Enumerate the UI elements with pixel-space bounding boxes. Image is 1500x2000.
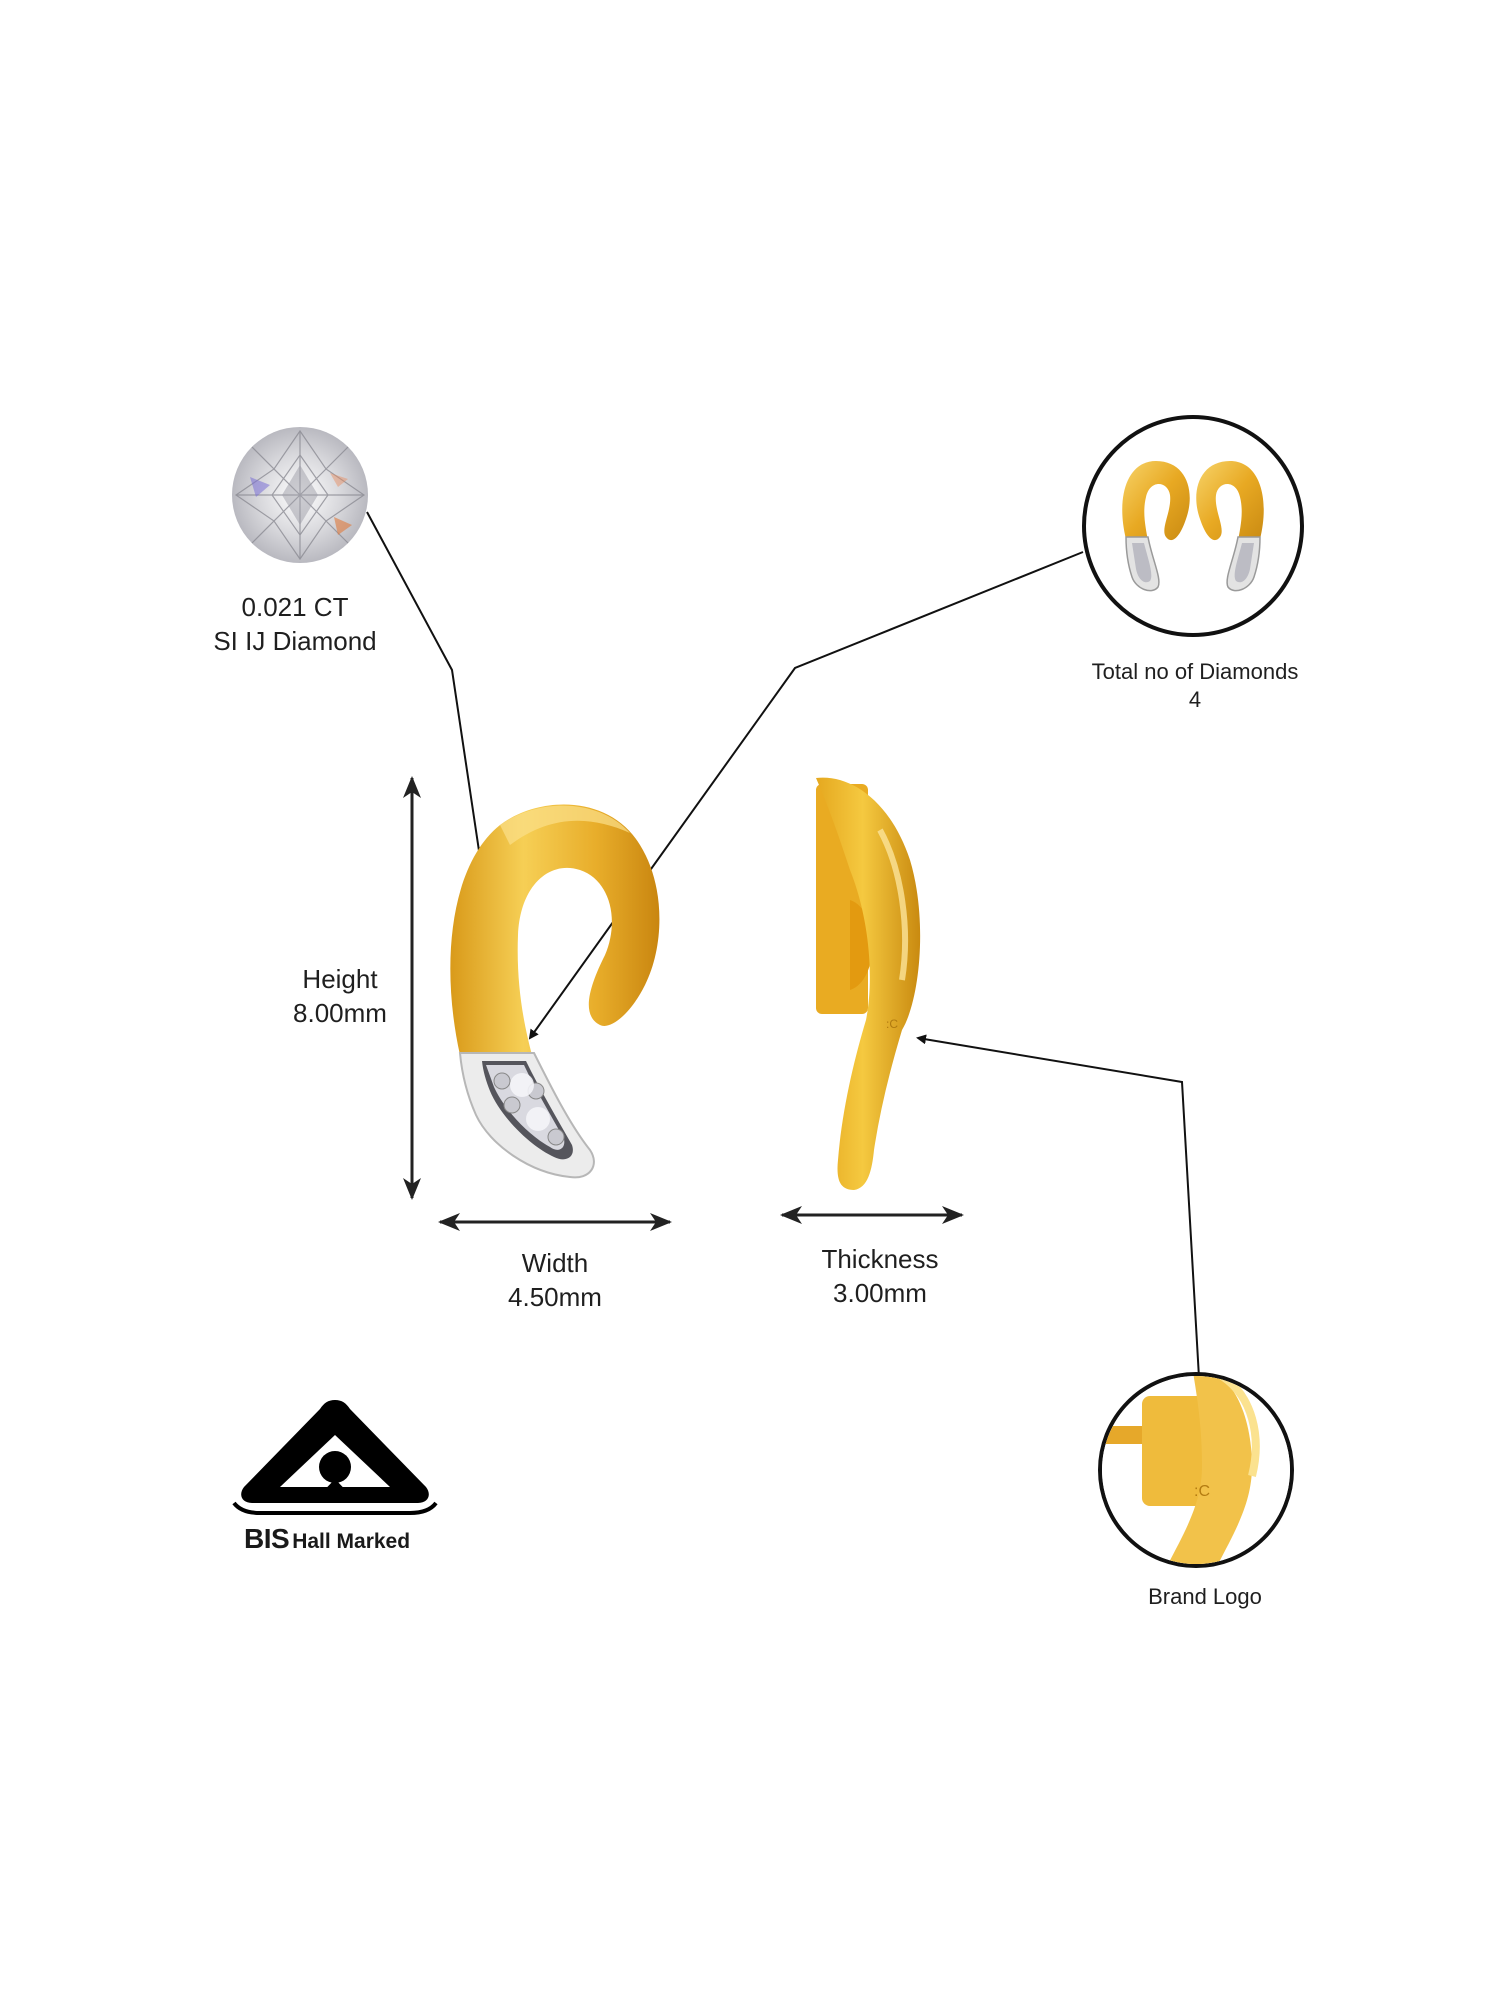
svg-text::C: :C — [886, 1017, 898, 1031]
total-diamonds-count: 4 — [1188, 687, 1202, 712]
width-label: Width — [521, 1248, 589, 1278]
earring-pair-icon — [1082, 415, 1304, 637]
thickness-label: Thickness — [821, 1244, 939, 1274]
diamond-carat: 0.021 CT — [241, 592, 349, 622]
earring-side-view: :C — [810, 770, 950, 1200]
svg-text::C: :C — [1194, 1483, 1210, 1500]
brand-logo-closeup-icon: :C — [1098, 1372, 1294, 1568]
height-value: 8.00mm — [293, 998, 387, 1028]
round-brilliant-diamond-icon — [230, 425, 370, 565]
height-dimension-text: Height 8.00mm — [255, 962, 425, 1030]
thickness-dimension-text: Thickness 3.00mm — [790, 1242, 970, 1310]
width-value: 4.50mm — [508, 1282, 602, 1312]
brand-logo-label: Brand Logo — [1148, 1584, 1262, 1609]
bis-brand: BIS — [244, 1523, 290, 1554]
diamond-callout-text: 0.021 CT SI IJ Diamond — [180, 590, 410, 658]
thickness-value: 3.00mm — [833, 1278, 927, 1308]
total-diamonds-text: Total no of Diamonds 4 — [1040, 658, 1350, 714]
width-dimension-text: Width 4.50mm — [470, 1246, 640, 1314]
brand-logo-text: Brand Logo — [1110, 1583, 1300, 1611]
earring-front-view — [440, 785, 680, 1205]
diamond-grade: SI IJ Diamond — [213, 626, 377, 656]
total-diamonds-label: Total no of Diamonds — [1091, 659, 1299, 684]
bis-hallmark-label: Hall Marked — [292, 1530, 411, 1553]
brand-logo-leader-line — [916, 1034, 1201, 1396]
height-label: Height — [302, 964, 378, 994]
